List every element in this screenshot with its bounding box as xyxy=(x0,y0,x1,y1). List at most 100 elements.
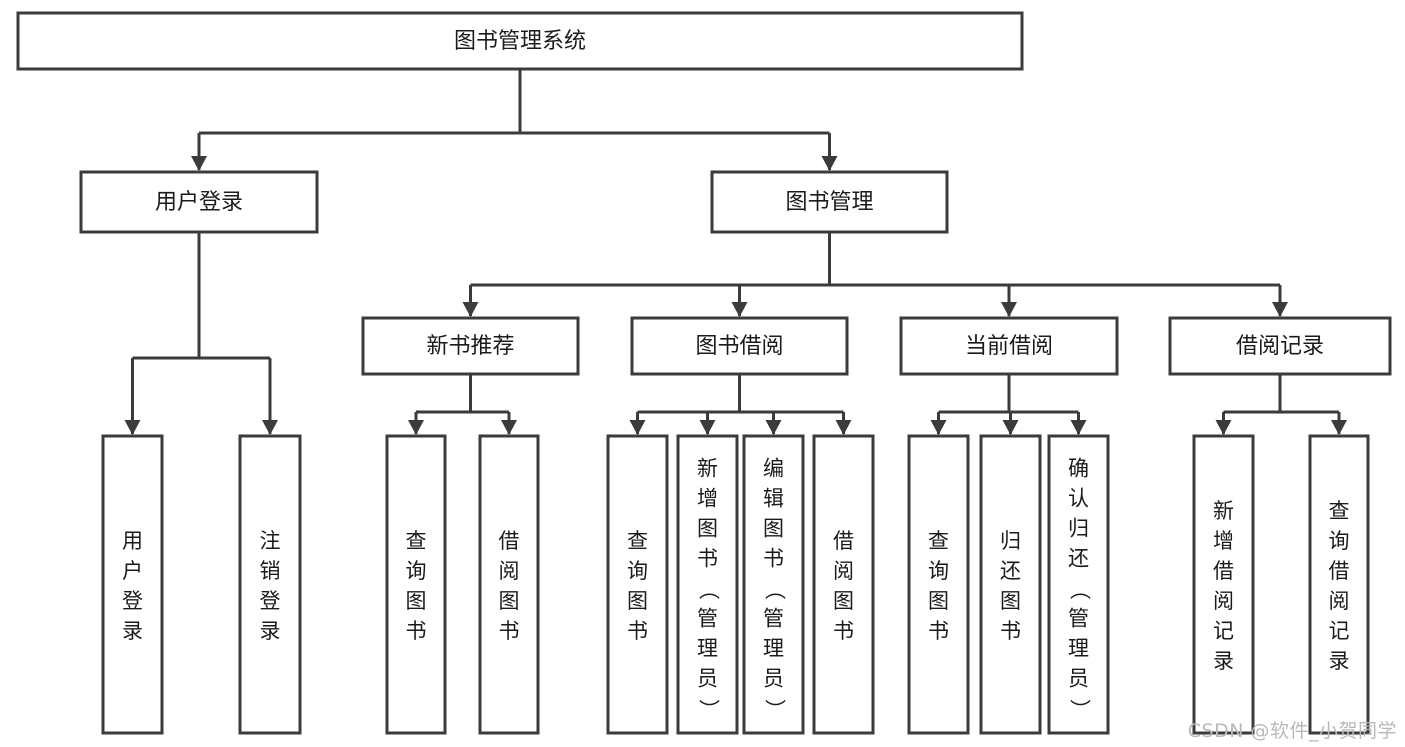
node-label-char: 借 xyxy=(1329,559,1350,583)
node-label-char: 图 xyxy=(697,516,718,540)
arrow-head-icon xyxy=(1272,302,1288,317)
node-label-char: 新 xyxy=(1213,499,1234,523)
node-label-char: 增 xyxy=(1213,529,1234,553)
node-label-char: 书 xyxy=(499,619,520,643)
node-label-char: 借 xyxy=(833,529,854,553)
node-label-char: 询 xyxy=(406,559,427,583)
node-current-borrow[interactable]: 当前借阅 xyxy=(899,316,1119,376)
arrow-head-icon xyxy=(408,420,424,435)
node-box xyxy=(238,434,302,735)
node-box xyxy=(478,434,540,735)
node-label-char: 询 xyxy=(1329,529,1350,553)
node-label-char: 查 xyxy=(1329,499,1350,523)
node-label-char: 归 xyxy=(1000,529,1021,553)
node-borrow-record[interactable]: 借阅记录 xyxy=(1168,316,1392,376)
node-label-char: 图 xyxy=(499,589,520,613)
node-label-char: 借 xyxy=(499,529,520,553)
node-leaf-user-login[interactable]: 用户登录 xyxy=(101,434,164,735)
node-label-char: 管 xyxy=(1068,606,1089,630)
node-label-char: 新 xyxy=(697,456,718,480)
node-box xyxy=(385,434,447,735)
edge-group-user-login xyxy=(124,232,278,435)
node-box xyxy=(1168,316,1392,376)
node-box xyxy=(899,316,1119,376)
node-label-char: （ xyxy=(697,579,721,600)
node-label-char: 销 xyxy=(260,559,281,583)
node-label-char: （ xyxy=(763,579,787,600)
arrow-head-icon xyxy=(1331,420,1347,435)
node-label-char: 图 xyxy=(763,516,784,540)
arrow-head-icon xyxy=(629,420,646,435)
node-box xyxy=(742,434,805,735)
arrow-head-icon xyxy=(124,420,141,435)
node-label-char: （ xyxy=(1068,579,1092,600)
node-box xyxy=(710,170,949,234)
node-box xyxy=(812,434,875,735)
node-label-char: ） xyxy=(697,699,721,720)
edge-group-root xyxy=(191,69,838,171)
edge-group-book-borrow xyxy=(629,374,852,435)
node-box xyxy=(101,434,164,735)
node-label-char: 阅 xyxy=(833,559,854,583)
arrow-head-icon xyxy=(821,156,838,171)
edge-group-current-borrow xyxy=(930,374,1087,435)
node-label-char: 理 xyxy=(763,636,784,660)
node-label-char: 图 xyxy=(1000,589,1021,613)
node-label-char: 还 xyxy=(1000,559,1021,583)
node-label-char: 理 xyxy=(697,636,718,660)
node-label: 图书管理系统 xyxy=(454,29,586,54)
edge-group-book-manage xyxy=(462,232,1288,317)
node-label-char: 录 xyxy=(122,619,143,643)
node-label: 当前借阅 xyxy=(965,334,1053,359)
node-box xyxy=(1047,434,1110,735)
node-box xyxy=(630,316,849,376)
node-label-char: 借 xyxy=(1213,559,1234,583)
node-label-char: 认 xyxy=(1068,486,1089,510)
node-box xyxy=(1308,434,1370,735)
node-label-char: 归 xyxy=(1068,516,1089,540)
node-label-char: 记 xyxy=(1329,619,1350,643)
node-label-char: 询 xyxy=(928,559,949,583)
node-label-char: 书 xyxy=(928,619,949,643)
node-label-char: 书 xyxy=(763,546,784,570)
node-label-char: 录 xyxy=(260,619,281,643)
node-box xyxy=(361,316,580,376)
node-label-char: 注 xyxy=(260,529,281,553)
node-book-manage[interactable]: 图书管理 xyxy=(710,170,949,234)
node-label-char: 书 xyxy=(406,619,427,643)
node-label-char: 录 xyxy=(1329,649,1350,673)
node-label-char: 登 xyxy=(260,589,281,613)
node-label-char: 确 xyxy=(1068,456,1089,480)
node-user-login[interactable]: 用户登录 xyxy=(79,170,319,234)
arrow-head-icon xyxy=(765,420,782,435)
node-label-char: 管 xyxy=(697,606,718,630)
node-box xyxy=(907,434,970,735)
node-label-char: 员 xyxy=(1068,666,1089,690)
node-box xyxy=(979,434,1042,735)
node-label-char: 编 xyxy=(763,456,784,480)
node-label-char: 询 xyxy=(627,559,648,583)
node-label-char: 用 xyxy=(122,529,143,553)
node-box xyxy=(79,170,319,234)
node-book-borrow[interactable]: 图书借阅 xyxy=(630,316,849,376)
node-root[interactable]: 图书管理系统 xyxy=(16,11,1024,71)
arrow-head-icon xyxy=(835,420,852,435)
node-label-char: 阅 xyxy=(1213,589,1234,613)
arrow-head-icon xyxy=(731,302,748,317)
arrow-head-icon xyxy=(191,156,207,171)
arrow-head-icon xyxy=(262,420,278,435)
node-new-book-rec[interactable]: 新书推荐 xyxy=(361,316,580,376)
